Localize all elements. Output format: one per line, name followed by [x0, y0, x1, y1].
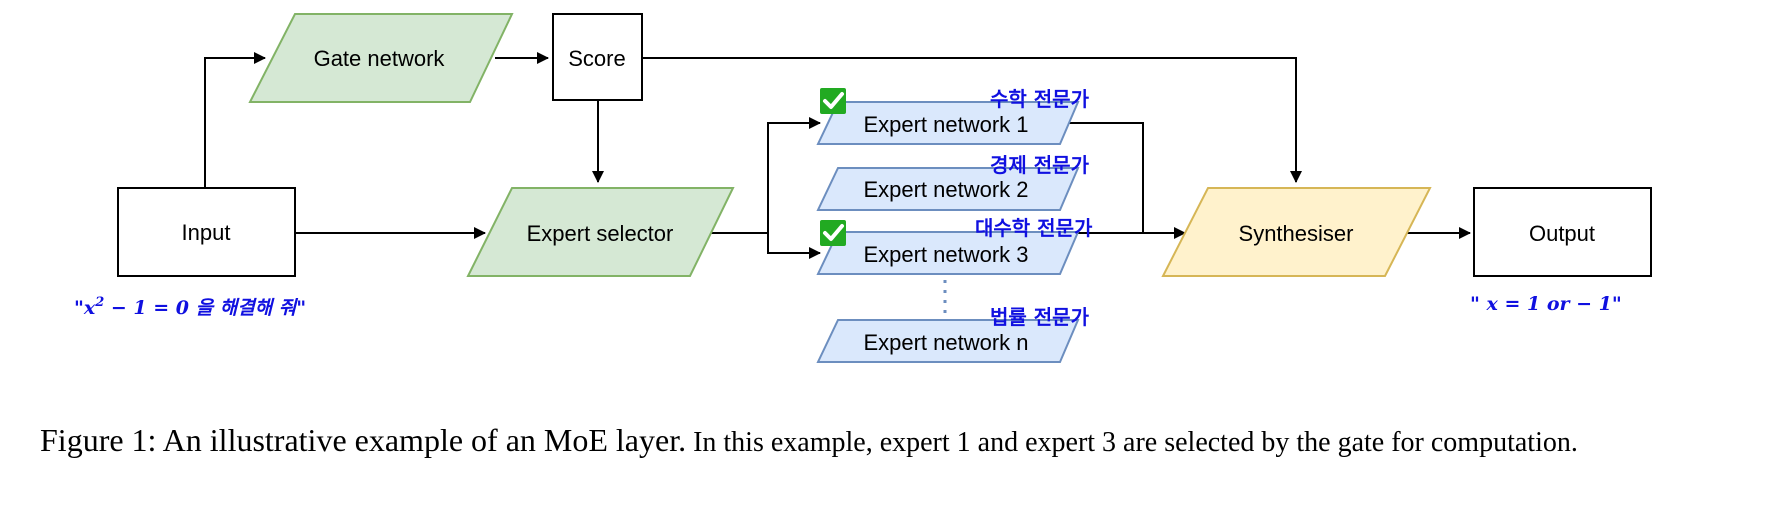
output-example-text: " x = 1 or − 1": [1470, 293, 1622, 315]
input-example-text: "x2 − 1 = 0 을 해결해 줘": [74, 295, 306, 319]
figure-caption: Figure 1: An illustrative example of an …: [40, 420, 1740, 467]
expert-network-n-node: Expert network n: [816, 319, 1080, 363]
synthesiser-label: Synthesiser: [1239, 221, 1354, 246]
check-icon: [820, 88, 846, 114]
score-to-synth-arrow: [642, 57, 1302, 183]
caption-lead: Figure 1: An illustrative example of an …: [40, 422, 687, 458]
expert-network-n-label: Expert network n: [863, 330, 1028, 355]
math-expert-annotation: 수학 전문가: [990, 87, 1090, 111]
input-to-gate-arrow: [204, 52, 266, 188]
caption-rest: In this example, expert 1 and expert 3 a…: [686, 427, 1578, 458]
expert-selector-node: Expert selector: [466, 187, 735, 277]
connectors: [204, 52, 1471, 259]
check-icon: [820, 220, 846, 246]
synthesiser-node: Synthesiser: [1161, 187, 1432, 277]
econ-expert-annotation: 경제 전문가: [990, 153, 1090, 177]
output-label: Output: [1529, 221, 1595, 246]
expert-network-2-label: Expert network 2: [863, 177, 1028, 202]
gate-network-node: Gate network: [248, 13, 514, 103]
expert-network-2-node: Expert network 2: [816, 167, 1080, 211]
selector-to-expert3-arrow: [767, 233, 821, 259]
score-node: Score: [552, 13, 643, 101]
law-expert-annotation: 법률 전문가: [990, 305, 1090, 329]
moe-diagram: Gate network Score Input Expert selector…: [74, 13, 1652, 363]
output-node: Output: [1473, 187, 1652, 277]
input-node: Input: [117, 187, 296, 277]
selector-to-expert1-arrow: [708, 117, 821, 234]
expert-network-1-node: Expert network 1: [816, 101, 1080, 145]
score-label: Score: [568, 46, 625, 71]
algebra-expert-annotation: 대수학 전문가: [975, 216, 1093, 240]
gate-network-label: Gate network: [314, 46, 446, 71]
expert1-to-synth-line: [1060, 122, 1144, 233]
expert-network-3-node: Expert network 3: [816, 231, 1080, 275]
expert-network-3-label: Expert network 3: [863, 242, 1028, 267]
expert-selector-label: Expert selector: [527, 221, 674, 246]
input-label: Input: [182, 220, 231, 245]
expert-network-1-label: Expert network 1: [863, 112, 1028, 137]
